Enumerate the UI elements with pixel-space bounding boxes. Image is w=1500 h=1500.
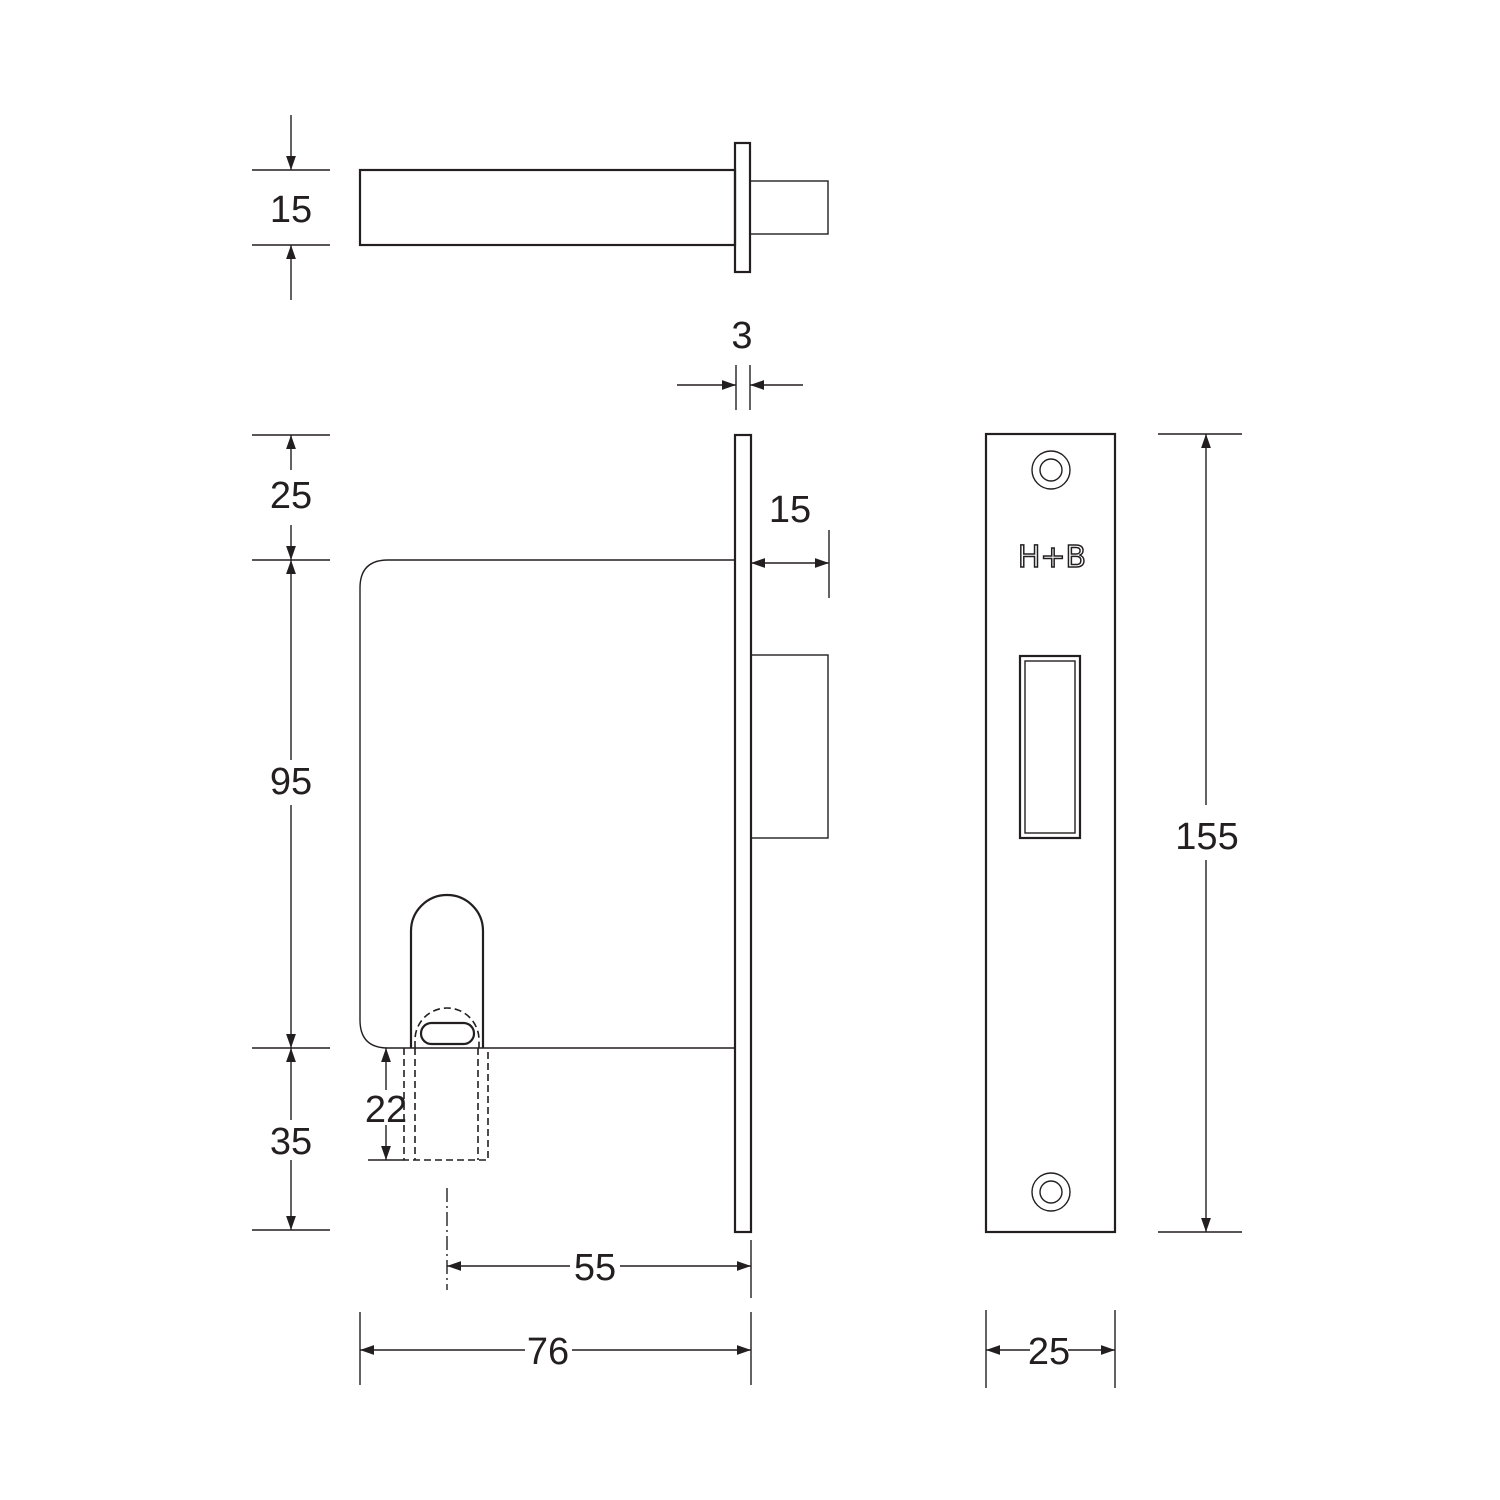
dimension-label: 15 (270, 189, 312, 231)
keyhole-outline (409, 893, 485, 1048)
lock-case (359, 559, 735, 1049)
dimension-label: 22 (365, 1089, 407, 1131)
bolt-opening (1018, 654, 1082, 840)
dimension-label: 95 (270, 761, 312, 803)
front-view: 25 95 35 22 15 55 76 (252, 433, 830, 1385)
dimension-label: 25 (1028, 1331, 1070, 1373)
keyhole-slot (419, 1021, 476, 1046)
strike-plate: H+B 155 25 (984, 432, 1242, 1388)
dimension-label: 55 (574, 1247, 616, 1289)
dimension-label: 15 (769, 489, 811, 531)
dimension-label: 155 (1175, 816, 1238, 858)
dimension-label: 35 (270, 1121, 312, 1163)
faceplate (733, 433, 753, 1234)
screw-hole-icon (1031, 450, 1071, 490)
top-view: 15 (252, 115, 829, 300)
dimension-label: 76 (527, 1331, 569, 1373)
strike-plate-outline (984, 432, 1117, 1234)
dimension-label: 25 (270, 475, 312, 517)
bolt (750, 654, 829, 839)
faceplate-top (733, 141, 752, 274)
cylinder-hidden-outline (403, 1048, 489, 1161)
screw-hole-icon (1031, 1172, 1071, 1212)
dimension-label: 3 (731, 315, 752, 357)
brand-logo: H+B (1018, 540, 1086, 575)
bolt-top (749, 180, 829, 235)
faceplate-thickness-dimension: 3 (677, 315, 803, 410)
lock-body-top (358, 168, 737, 247)
